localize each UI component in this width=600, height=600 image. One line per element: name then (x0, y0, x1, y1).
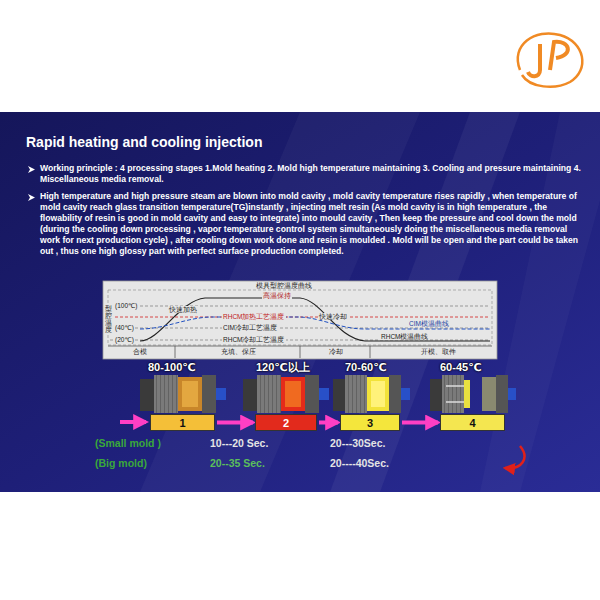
phase-label: 开模、取件 (420, 348, 457, 355)
chart-label: RHCM加热工艺温度 (222, 313, 286, 320)
phase-label: 充填、保压 (220, 348, 257, 355)
cycle-time: 20----40Sec. (330, 457, 389, 469)
chart-label: CIM模温曲线 (408, 320, 450, 327)
stage-number: 2 (283, 417, 289, 429)
chart-label: RHCM冷却工艺温度 (222, 336, 286, 343)
company-logo (518, 33, 583, 86)
entry-arrow (120, 420, 146, 424)
stage-number: 1 (179, 417, 185, 429)
temperature-label: 80-100℃ (148, 361, 196, 374)
chart-label: (20℃) (114, 336, 135, 343)
temperature-label: 60-45℃ (440, 361, 481, 374)
temperature-label: 70-60℃ (345, 361, 386, 374)
mold-open (430, 375, 516, 413)
stage-box: 1 (150, 414, 215, 431)
mold-size-label: (Small mold ) (95, 437, 161, 449)
chart-title: 模具型腔温度曲线 (255, 282, 313, 289)
cycle-time: 20---30Sec. (330, 437, 385, 449)
mold-cooling (333, 375, 410, 413)
slide-title: Rapid heating and cooling injection (26, 134, 262, 150)
mold-high-temperature (243, 375, 329, 413)
slide-panel (0, 112, 600, 492)
bullet-marker (28, 194, 35, 201)
stage-box: 3 (340, 414, 400, 431)
chart-label: 高温保持 (262, 292, 292, 299)
flow-arrow (402, 421, 438, 425)
temperature-chart (103, 281, 497, 359)
stage-box: 4 (440, 414, 505, 431)
phase-label: 合模 (132, 348, 148, 355)
bullet-marker (28, 166, 35, 173)
axis-label: 型腔温度 (104, 305, 113, 334)
bullet-text: High temperature and high pressure steam… (40, 191, 585, 257)
flow-arrow (217, 421, 253, 425)
chart-label: (40℃) (114, 324, 135, 331)
chart-label: 快速加热 (168, 306, 198, 313)
flow-arrow (319, 421, 338, 425)
bullet-text: Working principle : 4 processing stages … (40, 163, 585, 185)
stage-number: 4 (469, 417, 475, 429)
mold-size-label: (Big mold) (95, 457, 147, 469)
temperature-label: 120℃以上 (256, 361, 310, 374)
cycle-arrow (505, 446, 524, 468)
stage-box: 2 (255, 414, 317, 431)
phase-label: 冷却 (328, 348, 344, 355)
cycle-time: 20--35 Sec. (210, 457, 265, 469)
cycle-time: 10---20 Sec. (210, 437, 268, 449)
chart-label: CIM冷却工艺温度 (222, 324, 278, 331)
mold-heating (140, 375, 226, 413)
chart-label: 快速冷却 (318, 313, 348, 320)
chart-label: (100℃) (114, 302, 138, 309)
chart-label: RHCM模温曲线 (380, 333, 430, 340)
stage-number: 3 (367, 417, 373, 429)
